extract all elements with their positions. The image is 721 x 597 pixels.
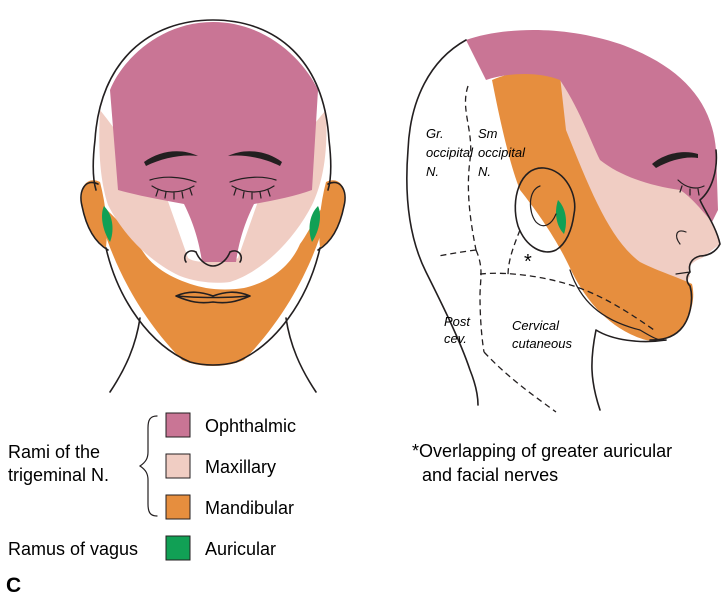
label-sm-occipital-line1: Sm xyxy=(478,126,498,141)
legend-swatch-auricular xyxy=(166,536,190,560)
label-gr-occipital-line3: N. xyxy=(426,164,439,179)
frontal-neck-outline xyxy=(110,318,140,392)
legend-label-mandibular: Mandibular xyxy=(205,498,294,518)
legend-group-label-line2: trigeminal N. xyxy=(8,465,109,485)
lateral-boundary-ear-down xyxy=(508,230,520,276)
legend-swatch-ophthalmic xyxy=(166,413,190,437)
label-post-cev-line2: cev. xyxy=(444,331,467,346)
legend-label-maxillary: Maxillary xyxy=(205,457,276,477)
lateral-boundary-sm-ear xyxy=(476,250,484,352)
label-asterisk: * xyxy=(524,251,532,273)
label-post-cev-line1: Post xyxy=(444,314,471,329)
legend-label-auricular: Auricular xyxy=(205,539,276,559)
label-cervical-line1: Cervical xyxy=(512,318,560,333)
label-cervical-line2: cutaneous xyxy=(512,336,572,351)
lateral-neck-front xyxy=(592,330,666,410)
frontal-neck-outline-right xyxy=(286,318,316,392)
footnote-line2: and facial nerves xyxy=(422,465,558,485)
legend-vagus-label: Ramus of vagus xyxy=(8,539,138,559)
lateral-head-outline xyxy=(407,40,478,405)
label-gr-occipital-line2: occipital xyxy=(426,145,474,160)
lateral-head: Gr. occipital N. Sm occipital N. Post ce… xyxy=(407,30,720,412)
frontal-head xyxy=(81,20,345,392)
legend-swatch-maxillary xyxy=(166,454,190,478)
legend: Rami of the trigeminal N. Ophthalmic Max… xyxy=(8,413,296,560)
legend-label-ophthalmic: Ophthalmic xyxy=(205,416,296,436)
label-sm-occipital-line3: N. xyxy=(478,164,491,179)
panel-letter: C xyxy=(6,574,21,597)
legend-swatch-mandibular xyxy=(166,495,190,519)
label-sm-occipital-line2: occipital xyxy=(478,145,526,160)
label-gr-occipital-line1: Gr. xyxy=(426,126,444,141)
legend-brace xyxy=(140,416,157,516)
legend-group-label-line1: Rami of the xyxy=(8,442,100,462)
lateral-boundary-gr-sm xyxy=(465,86,476,250)
lateral-boundary-post-low xyxy=(484,352,556,412)
footnote-line1: *Overlapping of greater auricular xyxy=(412,441,672,461)
lateral-boundary-gr-post xyxy=(438,250,476,256)
